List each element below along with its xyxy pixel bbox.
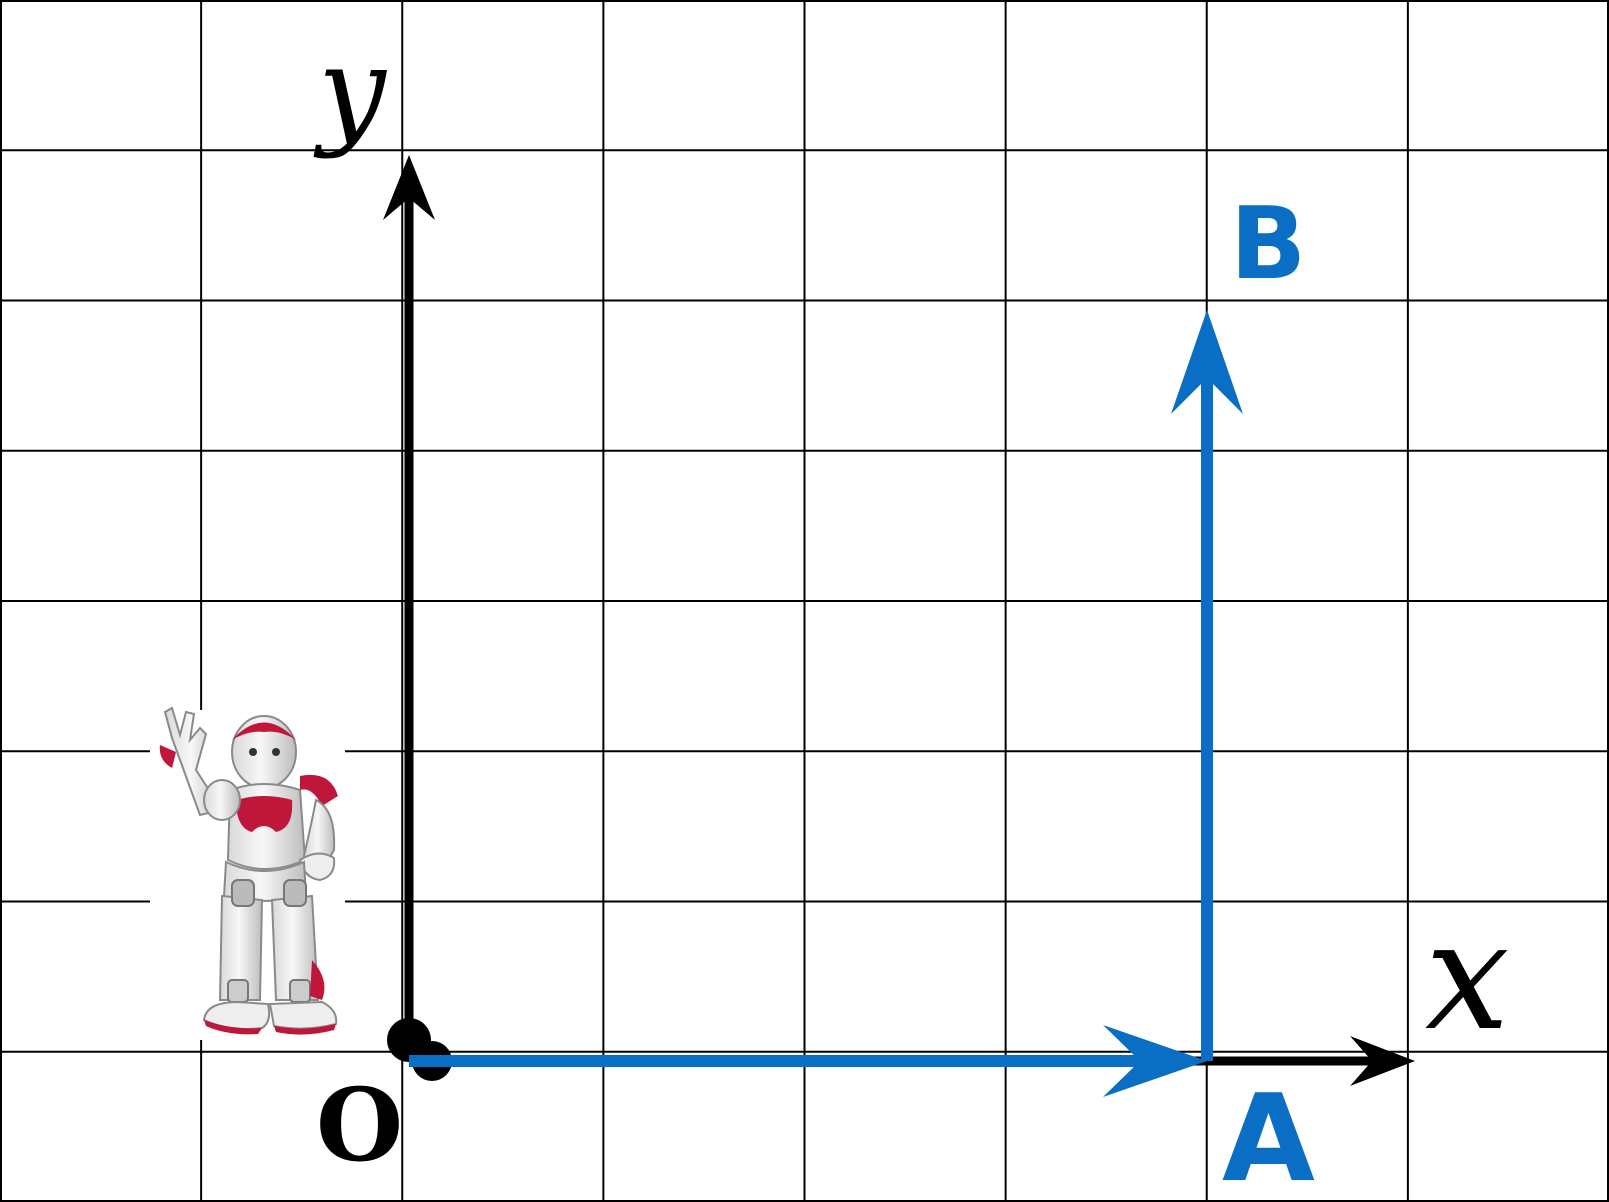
x-axis-arrowhead <box>1350 1036 1415 1086</box>
y-axis-label: y <box>313 22 388 161</box>
path-A-to-B <box>1171 310 1243 1061</box>
arrowhead-to-B <box>1171 310 1243 414</box>
point-B-label: B <box>1230 185 1306 302</box>
x-axis-label: x <box>1425 890 1510 1064</box>
point-A-label: A <box>1222 1070 1315 1202</box>
humanoid-robot-icon <box>150 706 345 1040</box>
arrowhead-to-A <box>1103 1025 1207 1097</box>
y-axis-arrowhead <box>383 155 435 220</box>
y-axis <box>383 155 435 1040</box>
origin-label: O <box>316 1066 403 1184</box>
x-axis <box>1190 1036 1415 1086</box>
path-origin-to-A <box>409 1025 1207 1097</box>
